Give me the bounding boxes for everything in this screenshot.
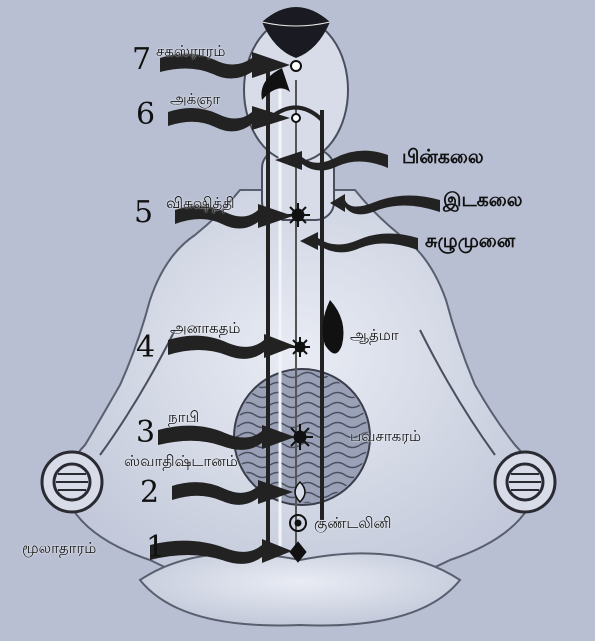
chakra-3-name: நாபி [168,410,199,425]
pingala-label: பின்கலை [402,148,484,167]
chakra-2-number: 2 [140,478,159,508]
chakra-5-name: விசுஷித்தி [166,196,235,211]
hand-mudra-left-icon [42,452,102,512]
chakra-6-number: 6 [136,100,155,130]
sushumna-label: சுழுமுனை [425,232,515,251]
chakra-4-number: 4 [136,333,155,363]
chakra-3-number: 3 [136,418,155,448]
chakra-5-number: 5 [134,198,153,228]
bhavasagaram-label: பவசாகரம் [350,429,421,444]
chakra-6-name: அக்ஞா [170,92,220,107]
chakra-4-name: அனாகதம் [170,321,241,336]
ida-label: இடகலை [443,191,523,210]
atma-label: ஆத்மா [350,328,399,343]
hand-mudra-right-icon [495,452,555,512]
chakra-7-number: 7 [132,45,151,75]
chakra-2-name: ஸ்வாதிஷ்டானம் [124,454,238,469]
chakra-1-number: 1 [146,533,165,563]
chakra-1-name: மூலாதாரம் [22,541,96,556]
kundalini-label: குண்டலினி [314,516,392,531]
chakra-7-name: சகஸ்ராரம் [156,44,225,59]
